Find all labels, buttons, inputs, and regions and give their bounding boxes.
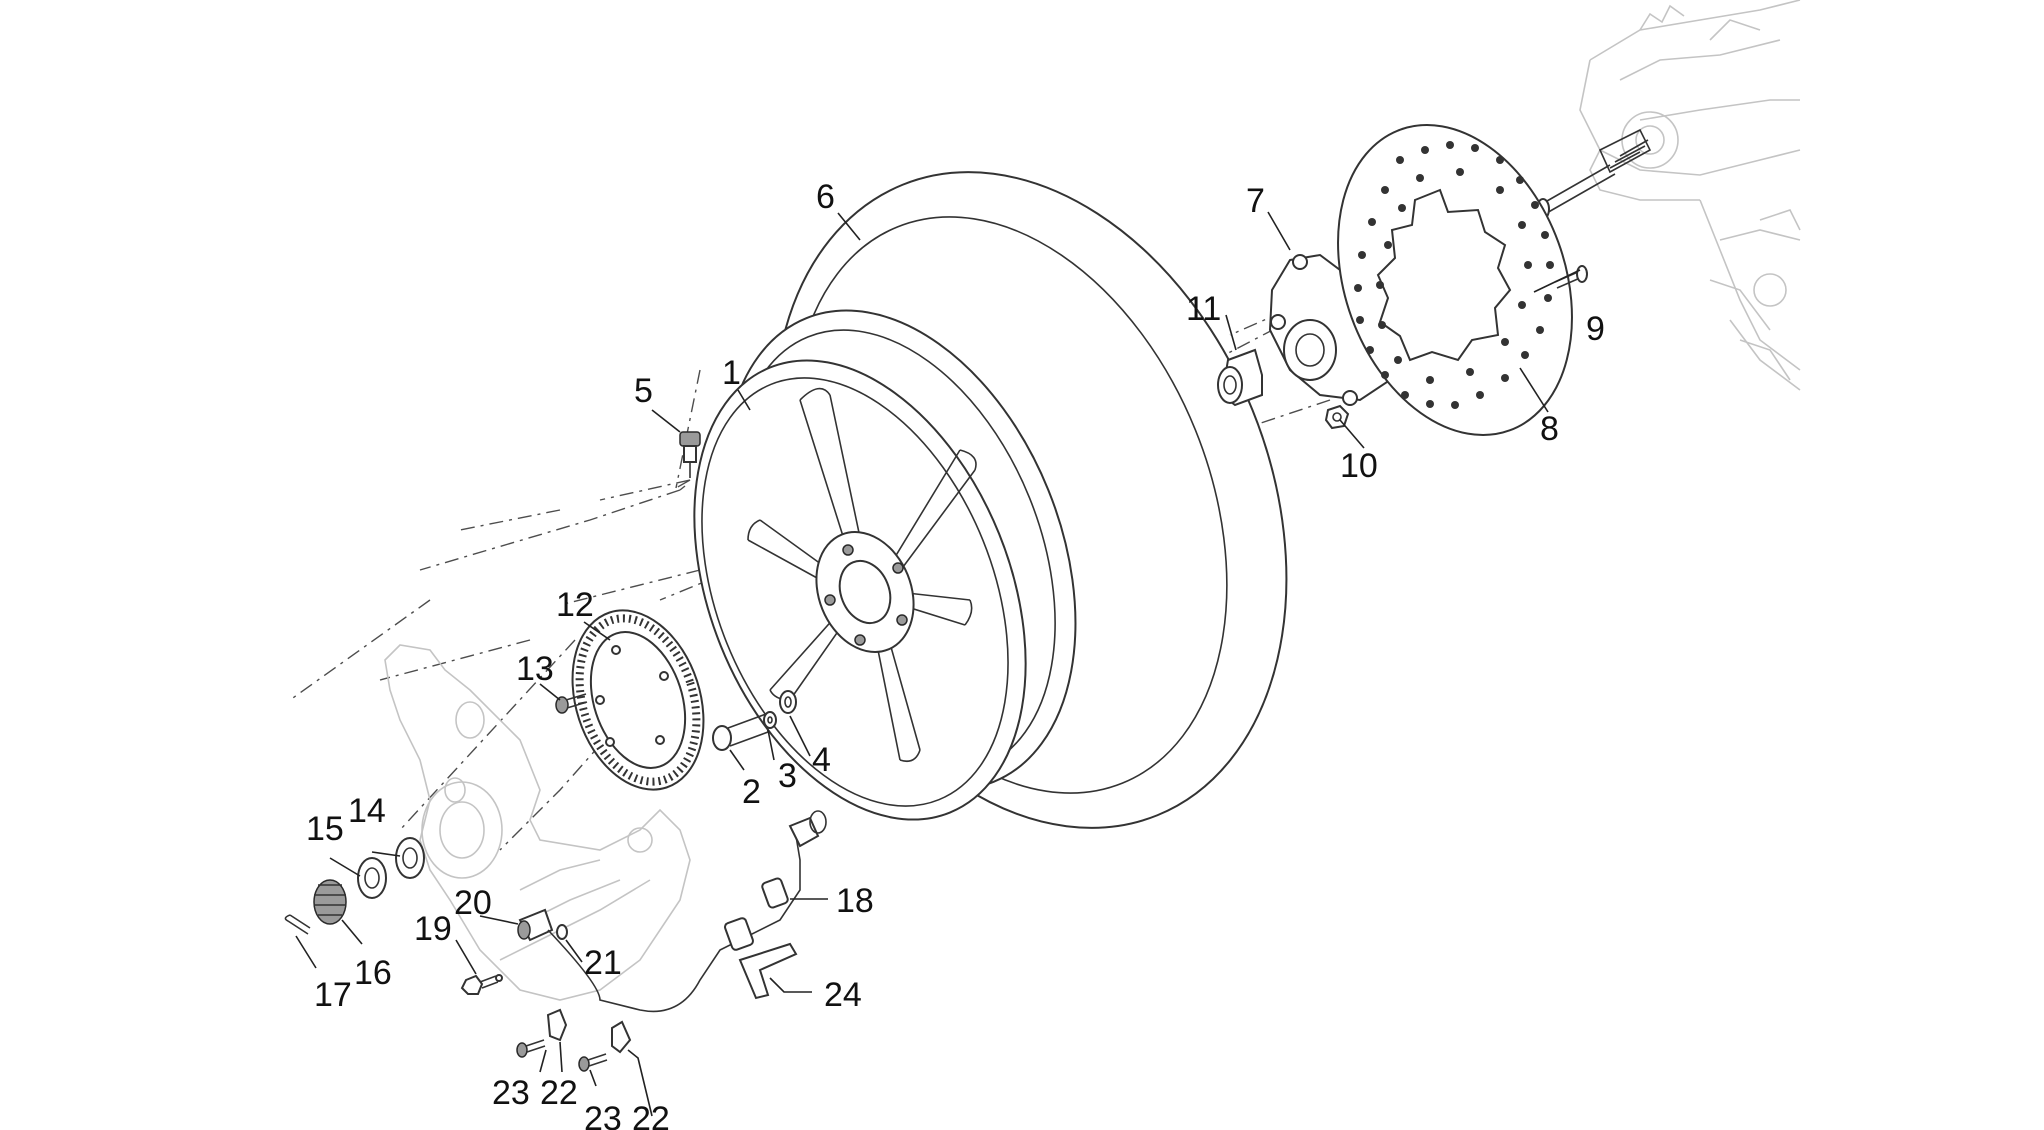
callout-labels: 1 2 3 4 5 6 7 8 9 10 11 12 13 14 15 16 1… [306, 178, 1605, 1130]
callout-8: 8 [1540, 410, 1559, 448]
brake-disc [1337, 124, 1573, 436]
abs-tone-ring [571, 609, 705, 791]
callout-23b: 23 [584, 1100, 622, 1130]
cable-clip-a [546, 1008, 568, 1042]
callout-7: 7 [1246, 182, 1265, 220]
clip-screw-a [516, 1039, 546, 1058]
hub-spacer [1217, 348, 1263, 407]
bearing-15 [357, 857, 387, 899]
callout-24: 24 [824, 976, 862, 1014]
callout-20: 20 [454, 884, 492, 922]
split-pin [284, 914, 311, 935]
tone-ring-screw [555, 693, 588, 714]
callout-9: 9 [1586, 310, 1605, 348]
callout-19: 19 [414, 910, 452, 948]
callout-21: 21 [584, 944, 622, 982]
callout-22a: 22 [540, 1074, 578, 1112]
swingarm-ghost-outline [384, 644, 691, 1001]
callout-12: 12 [556, 586, 594, 624]
cable-clip-b [611, 1020, 632, 1054]
callout-17: 17 [314, 976, 352, 1014]
tyre-valve [679, 431, 701, 478]
wheel-rim [693, 309, 1077, 821]
callout-4: 4 [812, 741, 831, 779]
cable-bracket [738, 942, 798, 1000]
callout-3: 3 [778, 757, 797, 795]
callout-23a: 23 [492, 1074, 530, 1112]
callout-11: 11 [1186, 290, 1221, 328]
callout-18: 18 [836, 882, 874, 920]
callout-2: 2 [742, 773, 761, 811]
axle-nut [313, 879, 347, 925]
callout-15: 15 [306, 810, 344, 848]
callout-16: 16 [354, 954, 392, 992]
bearing-14 [395, 837, 425, 879]
washer-4 [779, 690, 797, 714]
callout-10: 10 [1340, 447, 1378, 485]
callout-14: 14 [348, 792, 386, 830]
engine-ghost-outline [1579, 0, 1801, 391]
sensor-washer [556, 924, 568, 940]
sensor-screw [460, 974, 503, 995]
callout-13: 13 [516, 650, 554, 688]
leader-lines [295, 211, 1581, 1117]
callout-6: 6 [816, 178, 835, 216]
sensor-cable [547, 810, 827, 1013]
callout-22b: 22 [632, 1100, 670, 1130]
washer-3 [763, 711, 777, 729]
axle-shaft [1536, 128, 1652, 220]
abs-sensor [517, 908, 554, 942]
callout-1: 1 [722, 354, 741, 392]
callout-5: 5 [634, 372, 653, 410]
clip-screw-b [578, 1053, 608, 1072]
